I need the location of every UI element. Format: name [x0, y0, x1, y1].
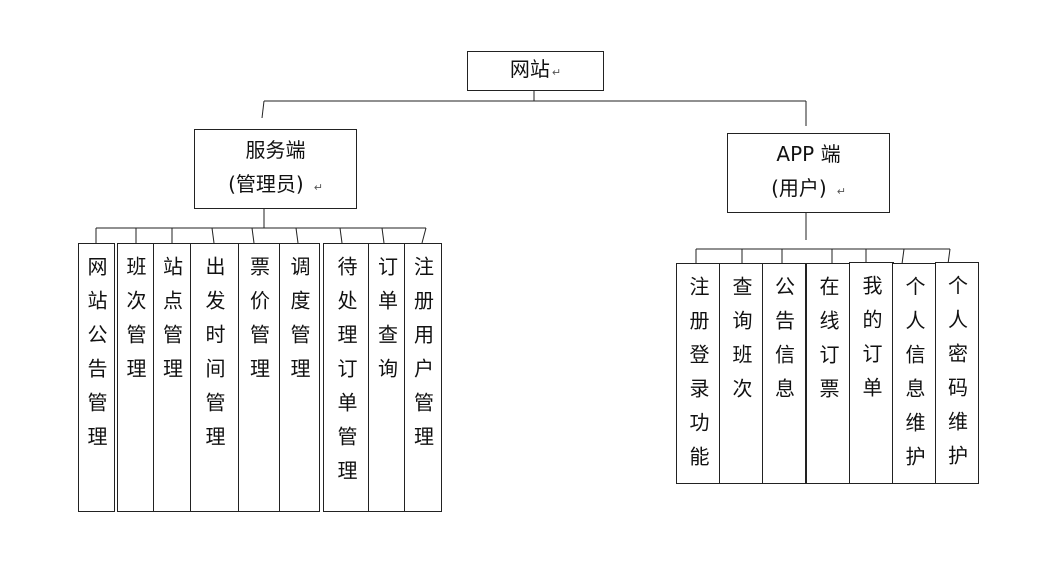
leaf-label: 调度管理: [287, 256, 311, 392]
app-leaf-5: 个人信息维护: [892, 263, 937, 484]
leaf-label: 我的订单: [859, 275, 883, 411]
server-leaf-0: 网站公告管理: [78, 243, 115, 512]
server-subtitle: (管理员): [228, 172, 304, 196]
server-title: 服务端: [245, 138, 306, 162]
server-leaf-3: 出发时间管理: [190, 243, 239, 512]
leaf-label: 订单查询: [374, 256, 399, 392]
return-mark-icon: ↵: [313, 181, 323, 194]
leaf-label: 个人密码维护: [944, 275, 969, 479]
leaf-label: 站点管理: [159, 256, 184, 392]
leaf-label: 出发时间管理: [202, 256, 226, 460]
leaf-label: 查询班次: [729, 276, 753, 412]
root-node: 网站↵: [467, 51, 604, 91]
server-leaf-4: 票价管理: [238, 243, 280, 512]
server-leaf-6: 待处理订单管理: [323, 243, 370, 512]
server-leaf-2: 站点管理: [153, 243, 191, 512]
app-leaf-4: 我的订单: [849, 262, 894, 484]
server-leaf-7: 订单查询: [368, 243, 406, 512]
leaf-label: 注册用户管理: [410, 256, 435, 460]
leaf-label: 票价管理: [246, 256, 271, 392]
app-leaf-1: 查询班次: [719, 263, 764, 484]
app-leaf-3: 在线订票: [806, 263, 851, 484]
app-leaf-6: 个人密码维护: [935, 262, 979, 484]
leaf-label: 公告信息: [771, 276, 796, 412]
root-label: 网站: [509, 57, 550, 81]
server-leaf-5: 调度管理: [279, 243, 320, 512]
leaf-label: 个人信息维护: [902, 276, 926, 480]
app-subtitle: (用户): [771, 176, 827, 200]
app-leaf-0: 注册登录功能: [676, 263, 721, 484]
server-leaf-8: 注册用户管理: [404, 243, 442, 512]
leaf-label: 待处理订单管理: [334, 256, 358, 494]
server-leaf-1: 班次管理: [117, 243, 154, 512]
leaf-label: 网站公告管理: [84, 256, 108, 460]
app-title: APP 端: [776, 142, 841, 166]
leaf-label: 在线订票: [816, 276, 840, 412]
app-node: APP 端 (用户) ↵: [727, 133, 890, 213]
server-node: 服务端 (管理员) ↵: [194, 129, 357, 209]
app-leaf-2: 公告信息: [762, 263, 806, 484]
leaf-label: 班次管理: [123, 256, 147, 392]
return-mark-icon: ↵: [551, 66, 562, 79]
leaf-label: 注册登录功能: [686, 276, 710, 480]
return-mark-icon: ↵: [836, 185, 846, 198]
